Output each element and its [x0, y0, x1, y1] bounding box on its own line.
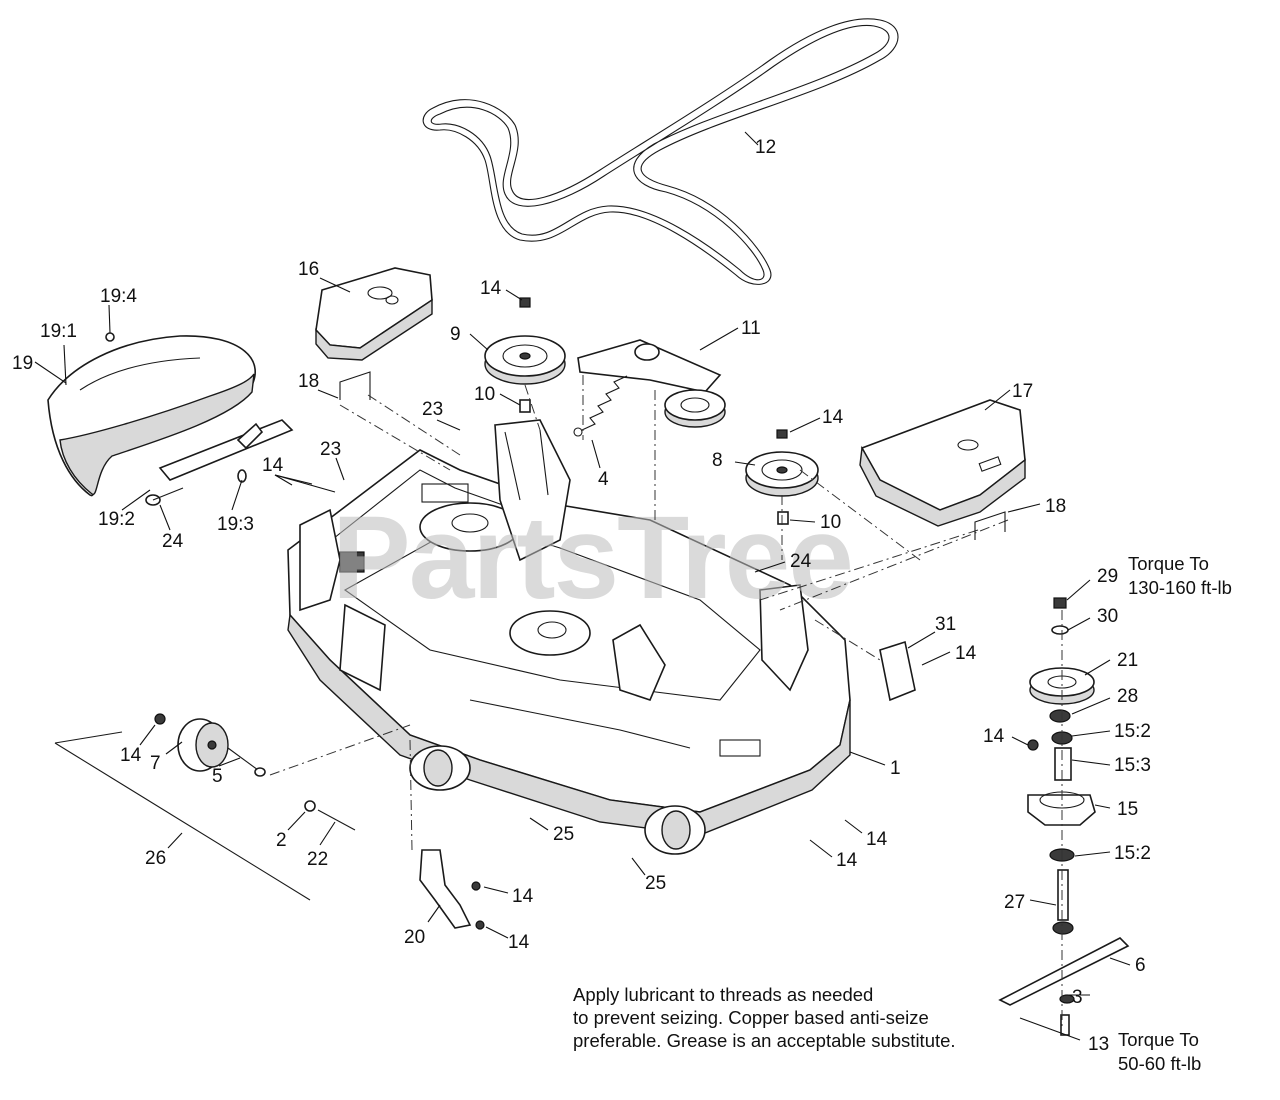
- callout-25-center: 25: [553, 824, 574, 845]
- group-26-bracket-lower: [54, 742, 311, 901]
- callout-14-scalp-a: 14: [512, 886, 534, 907]
- lubricant-note-line1: Apply lubricant to threads as needed: [573, 984, 873, 1005]
- leader-lines: [34, 131, 1131, 1041]
- right-belt-cover: [859, 399, 1026, 527]
- callout-14-deck-a: 14: [866, 829, 888, 850]
- torque-note-bottom: Torque To 50-60 ft-lb: [1118, 1029, 1201, 1074]
- callout-14-bracket: 14: [955, 643, 977, 664]
- cover-hanger-bracket: [145, 419, 294, 506]
- callout-10-left: 10: [474, 384, 495, 405]
- callout-15: 15: [1117, 799, 1138, 820]
- callout-10-right: 10: [820, 512, 841, 533]
- torque-note-bottom-line1: Torque To: [1118, 1029, 1199, 1050]
- callout-18-right: 18: [1045, 496, 1066, 517]
- callout-3: 3: [1072, 987, 1083, 1008]
- callout-12: 12: [755, 137, 776, 158]
- callout-2: 2: [276, 830, 287, 851]
- callout-14-right: 14: [822, 407, 844, 428]
- nut-14-top: [519, 297, 531, 308]
- mower-deck: [287, 419, 851, 855]
- bolt-22-washer-2: [304, 800, 356, 831]
- callout-11: 11: [741, 318, 761, 339]
- callout-8: 8: [712, 450, 723, 471]
- callout-15-3: 15:3: [1114, 755, 1151, 776]
- callout-5: 5: [212, 766, 223, 787]
- callout-14-scalp-b: 14: [508, 932, 530, 953]
- callout-24-left: 24: [162, 531, 184, 552]
- callout-21: 21: [1117, 650, 1138, 671]
- callout-4: 4: [598, 469, 609, 490]
- callout-7: 7: [150, 753, 161, 774]
- callout-13: 13: [1088, 1034, 1109, 1055]
- drive-belt: [422, 18, 899, 285]
- callout-6: 6: [1135, 955, 1146, 976]
- gauge-wheel-7: [154, 713, 266, 777]
- spindle-assembly: [998, 597, 1130, 1036]
- spacer-10-right: [777, 511, 789, 525]
- torque-note-bottom-line2: 50-60 ft-lb: [1118, 1053, 1201, 1074]
- callout-19-3: 19:3: [217, 514, 254, 535]
- callout-29: 29: [1097, 566, 1118, 587]
- torque-note-top-line2: 130-160 ft-lb: [1128, 577, 1232, 598]
- watermark-text: PartsTree: [332, 492, 852, 624]
- tension-spring-4: [573, 375, 628, 437]
- callout-14: 14: [480, 278, 502, 299]
- callout-19-4: 19:4: [100, 286, 137, 307]
- callout-22: 22: [307, 849, 328, 870]
- nut-14-right: [776, 429, 788, 439]
- callout-19-1: 19:1: [40, 321, 77, 342]
- lubricant-note-line2: to prevent seizing. Copper based anti-se…: [573, 1007, 929, 1028]
- callout-14-deck-b: 14: [836, 850, 858, 871]
- idler-arm-11: [577, 339, 726, 428]
- bracket-31: [879, 640, 916, 702]
- callout-19: 19: [12, 353, 33, 374]
- center-belt-cover: [315, 267, 433, 361]
- lubricant-note: Apply lubricant to threads as needed to …: [573, 984, 956, 1051]
- left-belt-cover: [47, 332, 256, 497]
- callout-labels: 12 16 14 11 9 19:4 19:1 19 18 10 23 23 1…: [12, 137, 1151, 1055]
- callout-28: 28: [1117, 686, 1138, 707]
- callout-15-2-upper: 15:2: [1114, 721, 1151, 742]
- callout-15-2-lower: 15:2: [1114, 843, 1151, 864]
- callout-27: 27: [1004, 892, 1025, 913]
- callout-31: 31: [935, 614, 956, 635]
- callout-9: 9: [450, 324, 461, 345]
- callout-23-top: 23: [422, 399, 443, 420]
- pin-18-left: [339, 371, 371, 400]
- idler-pulley-9: [484, 335, 566, 385]
- callout-24-right: 24: [790, 551, 812, 572]
- callout-14-cluster: 14: [262, 455, 284, 476]
- torque-note-top: Torque To 130-160 ft-lb: [1128, 553, 1232, 598]
- callout-19-2: 19:2: [98, 509, 135, 530]
- callout-14-wheel: 14: [120, 745, 142, 766]
- callout-17: 17: [1012, 381, 1033, 402]
- callout-14-spindle: 14: [983, 726, 1005, 747]
- callout-25-front: 25: [645, 873, 666, 894]
- anti-scalp-20: [419, 849, 485, 930]
- callout-26: 26: [145, 848, 166, 869]
- callout-16: 16: [298, 259, 319, 280]
- callout-23-lower: 23: [320, 439, 341, 460]
- group-26-bracket: [54, 731, 123, 744]
- assembly-lines: [269, 375, 1063, 1030]
- callout-1: 1: [890, 758, 901, 779]
- callout-30: 30: [1097, 606, 1118, 627]
- pin-18-right: [974, 511, 1006, 540]
- spacer-10-left: [519, 399, 531, 413]
- idler-pulley-8: [745, 451, 819, 497]
- torque-note-top-line1: Torque To: [1128, 553, 1209, 574]
- callout-18-left: 18: [298, 371, 319, 392]
- lubricant-note-line3: preferable. Grease is an acceptable subs…: [573, 1030, 956, 1051]
- callout-20: 20: [404, 927, 425, 948]
